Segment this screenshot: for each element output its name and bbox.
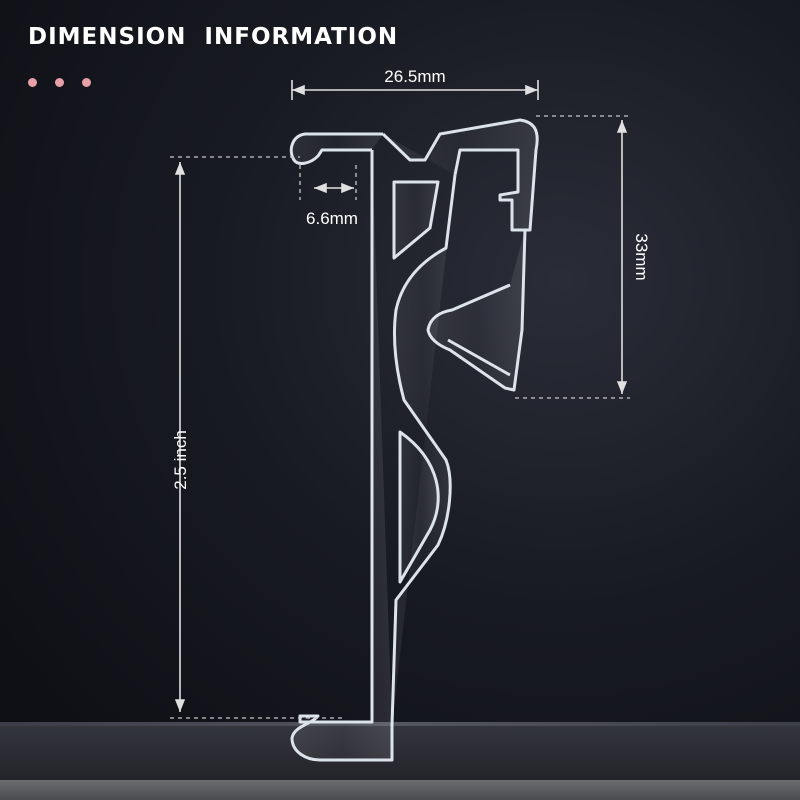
lip-label: 6.6mm [306, 209, 358, 228]
dot-icon [28, 78, 37, 87]
floor-band [0, 780, 800, 800]
clip-shape [289, 118, 539, 762]
total-height-label: 2.5 inch [171, 430, 190, 490]
shelf-edge [0, 722, 800, 726]
page-title: DIMENSION INFORMATION [28, 24, 399, 50]
dimension-arrows [174, 80, 628, 712]
width-label: 26.5mm [384, 67, 445, 86]
decorative-dots [28, 78, 91, 87]
dot-icon [82, 78, 91, 87]
extension-lines [170, 115, 630, 719]
dot-icon [55, 78, 64, 87]
hook-height-label: 33mm [632, 233, 651, 280]
